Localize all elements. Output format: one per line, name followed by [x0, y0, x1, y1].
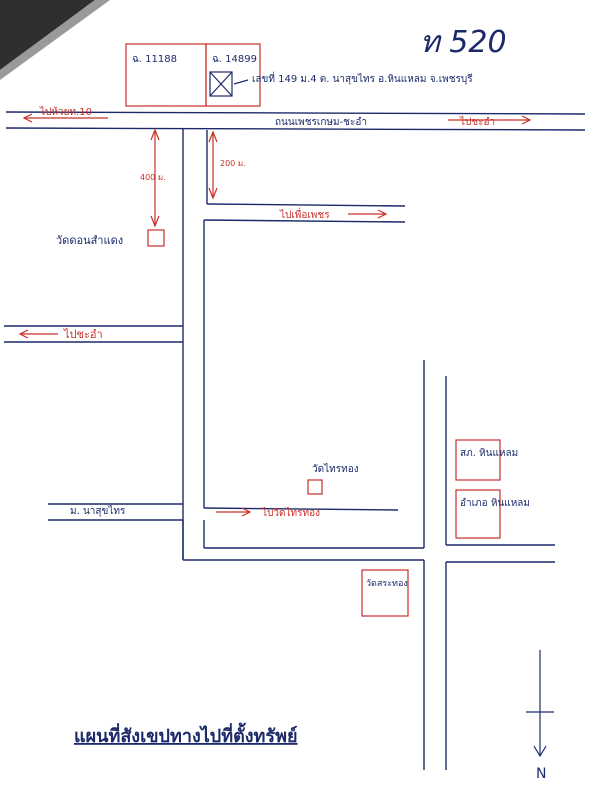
top-right-arrow-label: ไปชะอำ [459, 116, 495, 128]
temple-west-marker [147, 229, 165, 247]
district-office-label: อำเภอ หินแหลม [460, 498, 530, 509]
page-reference: ท 520 [420, 25, 507, 60]
lower-mid-label: ไปวัดไทรทอง [261, 507, 320, 519]
upper-branch-arrowhead [377, 209, 388, 219]
temple-center-label: วัดไทรทอง [312, 463, 359, 475]
temple-south-label: วัดสระทอง [366, 579, 408, 589]
temple-center-marker [307, 479, 323, 495]
main-road-top [5, 111, 586, 115]
main-road-label: ถนนเพชรเกษม-ชะอำ [275, 117, 367, 128]
distance-400-arrowhead-bottom [150, 215, 160, 228]
address-note: เลขที่ 149 ม.4 ต. นาสุขไทร อ.หินแหลม จ.เ… [252, 71, 473, 85]
upper-branch-bottom [203, 219, 406, 223]
temple-west-label: วัดดอนสำแดง [56, 234, 123, 247]
lower-road-left-label: ม. นาสุขไทร [70, 505, 126, 517]
upper-branch-label: ไปเพื่อเพชร [279, 207, 330, 221]
top-left-arrowhead [22, 113, 33, 123]
map-title: แผนที่สังเขปทางไปที่ตั้งทรัพย์ [74, 722, 298, 747]
distance-200-arrowhead-bottom [208, 187, 218, 200]
top-right-arrowhead [521, 115, 532, 125]
lower-road-mid-top [203, 507, 399, 511]
upper-branch-top [206, 203, 406, 207]
distance-400-label: 400 ม. [140, 173, 166, 182]
land-plot-right-label: ฉ. 14899 [212, 54, 257, 65]
police-station-marker [455, 439, 501, 481]
left-cross-label: ไปชะอำ [63, 328, 103, 341]
main-road-bottom [5, 127, 586, 131]
temple-south-marker [361, 569, 409, 617]
compass-arrowhead [533, 745, 547, 758]
land-plot-right [205, 43, 261, 107]
lower-mid-arrowhead [241, 507, 252, 517]
top-left-arrow-label: ไปห้วยท.10 [39, 106, 92, 118]
property-marker-cross-2 [209, 71, 233, 97]
district-office-marker [455, 489, 501, 539]
address-pointer [233, 79, 249, 85]
left-cross-arrowhead [18, 329, 29, 339]
land-plot-left-label: ฉ. 11188 [132, 54, 177, 65]
distance-200-label: 200 ม. [220, 159, 246, 168]
scan-shadow-soft [0, 0, 110, 80]
distance-400-arrowhead-top [150, 128, 160, 141]
police-station-label: สภ. หินแหลม [460, 448, 518, 459]
property-marker [209, 71, 233, 97]
compass-label: N [536, 766, 546, 782]
distance-200-arrowhead-top [208, 130, 218, 143]
